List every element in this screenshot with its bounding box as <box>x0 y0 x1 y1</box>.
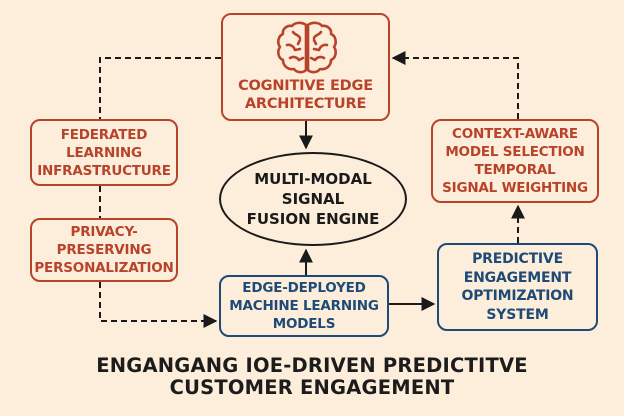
edge-cognitive-to-federated <box>99 57 221 119</box>
node-label-line: MULTI-MODAL <box>254 170 372 188</box>
node-label-line: MODELS <box>272 316 336 332</box>
edge-privacy-to-edge-deployed <box>99 282 218 328</box>
node-label-line: SIGNAL WEIGHTING <box>442 180 588 196</box>
node-label-line: EDGE-DEPLOYED <box>242 280 366 296</box>
node-label-line: FUSION ENGINE <box>246 210 380 228</box>
node-label-line: TEMPORAL <box>474 162 556 178</box>
node-predictive-engagement-optimization: PREDICTIVE ENGAGEMENT OPTIMIZATION SYSTE… <box>437 243 598 331</box>
node-label-line: INFRASTRUCTURE <box>37 162 171 179</box>
node-label-line: FEDERATED <box>60 126 148 143</box>
node-federated-learning-infrastructure: FEDERATED LEARNING INFRASTRUCTURE <box>30 119 178 186</box>
node-label-line: ENGAGEMENT <box>463 269 572 286</box>
node-label-line: PRESERVING <box>56 242 152 258</box>
node-label-line: PREDICTIVE <box>472 251 563 267</box>
title-line: CUSTOMER ENGAGEMENT <box>169 376 455 399</box>
node-label-line: SYSTEM <box>486 306 549 323</box>
node-edge-deployed-ml-models: EDGE-DEPLOYED MACHINE LEARNING MODELS <box>219 275 389 337</box>
node-label-line: SIGNAL <box>281 190 345 208</box>
brain-icon <box>277 21 337 74</box>
node-privacy-preserving-personalization: PRIVACY- PRESERVING PERSONALIZATION <box>30 218 178 282</box>
node-label-line: PERSONALIZATION <box>34 260 174 276</box>
node-multi-modal-signal-fusion-engine: MULTI-MODAL SIGNAL FUSION ENGINE <box>219 152 407 246</box>
node-label-line: PRIVACY- <box>70 224 138 240</box>
edge-context-to-cognitive <box>391 51 519 119</box>
node-label-line: LEARNING <box>66 144 142 161</box>
node-label-line: MACHINE LEARNING <box>229 298 379 314</box>
title-line: ENGANGANG IOE-DRIVEN PREDICTITVE <box>96 354 528 377</box>
node-cognitive-edge-architecture: COGNITIVE EDGE ARCHITECTURE <box>221 13 390 121</box>
node-label-line: ARCHITECTURE <box>244 96 367 112</box>
node-label-line: OPTIMIZATION <box>461 288 574 304</box>
node-label-line: CONTEXT-AWARE <box>452 126 578 142</box>
node-label-line: MODEL SELECTION <box>445 144 585 160</box>
node-label-line: COGNITIVE EDGE <box>238 78 373 94</box>
diagram-title: ENGANGANG IOE-DRIVEN PREDICTITVE CUSTOME… <box>0 355 624 399</box>
node-context-aware-model-selection: CONTEXT-AWARE MODEL SELECTION TEMPORAL S… <box>431 119 599 203</box>
